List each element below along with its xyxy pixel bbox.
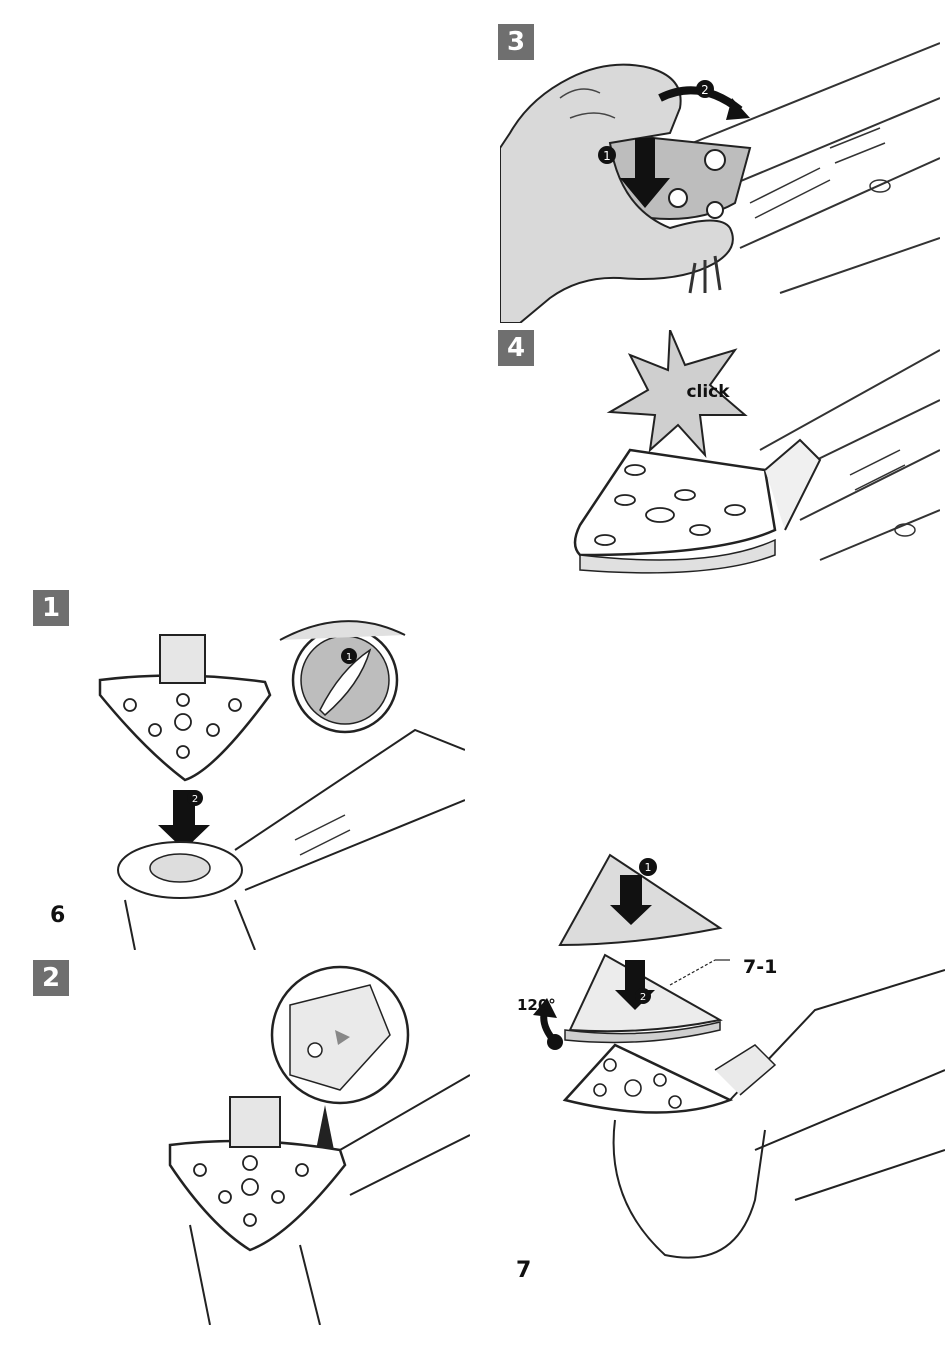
callout-2-step3: 2	[701, 83, 709, 97]
callout-1-step1: 1	[346, 652, 352, 663]
figure-number-6: 6	[50, 903, 65, 928]
callout-2-fig7: 2	[640, 992, 646, 1003]
click-label: click	[686, 382, 730, 402]
callout-1-fig7: 1	[645, 861, 652, 874]
step-badge-1: 1	[33, 590, 69, 626]
panel-fig-7-illustration: 1 2 7-1 120°	[515, 850, 945, 1275]
rotation-label: 120°	[517, 996, 556, 1014]
panel-step-2-illustration	[150, 965, 470, 1325]
step-badge-2: 2	[33, 960, 69, 996]
panel-step-3-illustration: 1 2	[500, 38, 940, 323]
panel-step-4-illustration: click	[560, 330, 940, 600]
step-badge-4: 4	[498, 330, 534, 366]
panel-step-1-illustration: 1 2	[95, 600, 465, 950]
callout-2-step1: 2	[192, 794, 198, 805]
callout-1-step3: 1	[603, 149, 611, 163]
part-label-7-1: 7-1	[743, 956, 777, 978]
